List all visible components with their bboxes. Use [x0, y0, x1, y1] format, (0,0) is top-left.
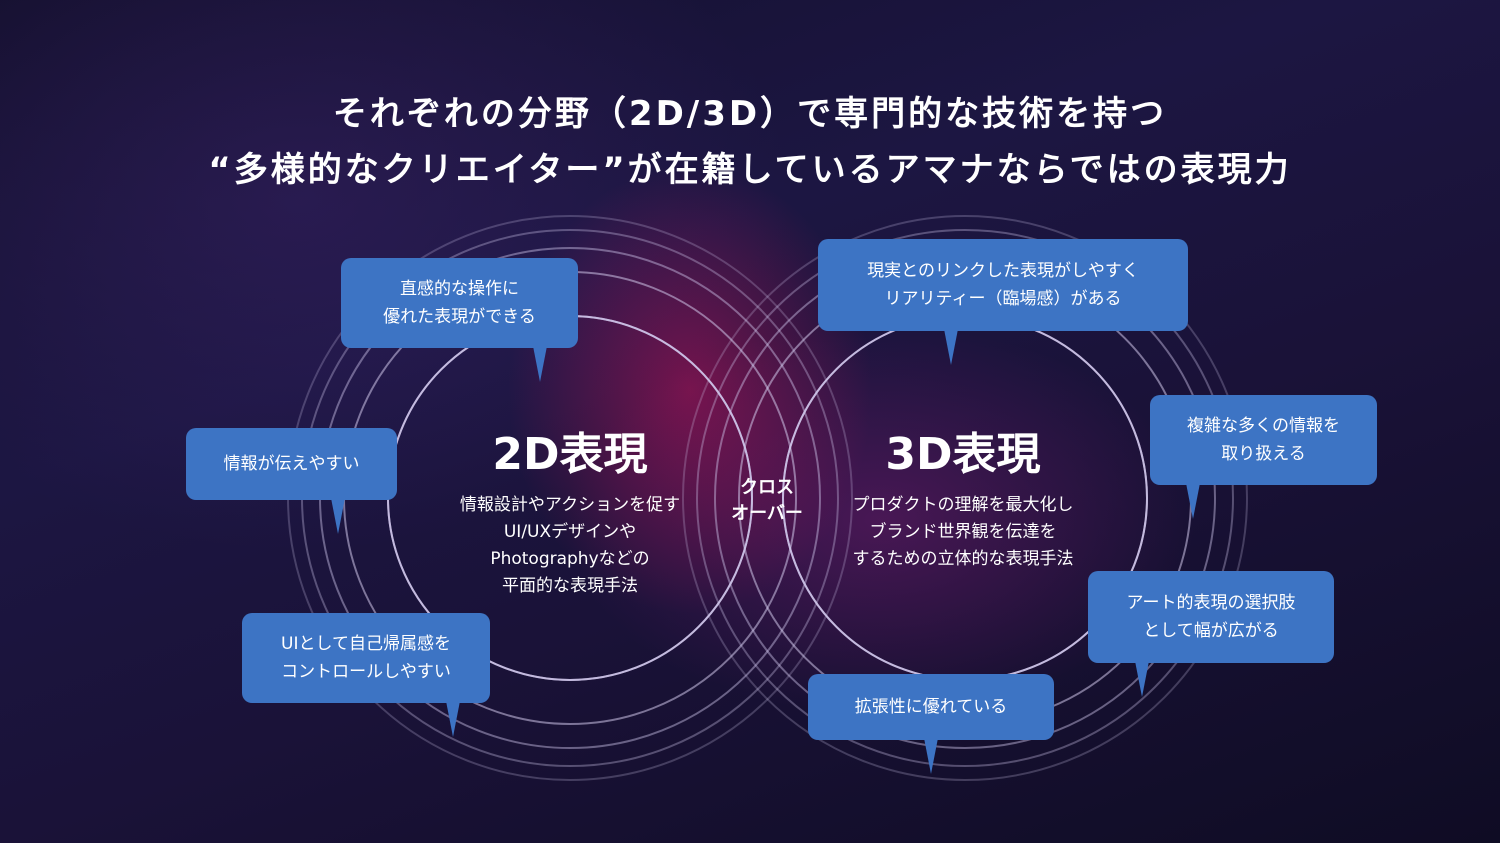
bubble-text: 取り扱える: [1221, 444, 1306, 464]
bubble-text: リアリティー（臨場感）がある: [884, 289, 1122, 309]
bubble-ui-self-belonging: UIとして自己帰属感を コントロールしやすい: [242, 613, 490, 703]
crossover-label: クロス オーバー: [717, 475, 817, 527]
heading-2d: 2D表現: [492, 429, 648, 480]
title-line-2: “多様的なクリエイター”が在籍しているアマナならではの表現力: [208, 150, 1292, 190]
bubble-art-expression: アート的表現の選択肢 として幅が広がる: [1088, 571, 1334, 663]
bubble-text: 複雑な多くの情報を: [1187, 416, 1340, 436]
description-3d-line: するための立体的な表現手法: [852, 549, 1074, 569]
description-2d: 情報設計やアクションを促す UI/UXデザインや Photographyなどの …: [420, 492, 720, 600]
bubble-text: 拡張性に優れている: [854, 697, 1008, 717]
bubble-reality-link: 現実とのリンクした表現がしやすく リアリティー（臨場感）がある: [818, 239, 1188, 331]
bubble-text: 直感的な操作に: [400, 279, 519, 299]
bubble-text: として幅が広がる: [1143, 621, 1279, 641]
crossover-label-line: オーバー: [731, 503, 803, 524]
bubble-easy-to-convey: 情報が伝えやすい: [186, 428, 397, 500]
bubble-text: アート的表現の選択肢: [1126, 593, 1296, 613]
title-line-1: それぞれの分野（2D/3D）で専門的な技術を持つ: [332, 94, 1168, 134]
description-2d-line: UI/UXデザインや: [503, 522, 637, 542]
bubble-extensibility: 拡張性に優れている: [808, 674, 1054, 740]
description-2d-line: Photographyなどの: [490, 549, 650, 569]
crossover-label-line: クロス: [740, 477, 794, 498]
description-3d: プロダクトの理解を最大化し ブランド世界観を伝達を するための立体的な表現手法: [813, 492, 1113, 573]
description-2d-line: 平面的な表現手法: [502, 576, 638, 596]
right-ring-4: [696, 229, 1234, 767]
bubble-intuitive-operation: 直感的な操作に 優れた表現ができる: [341, 258, 578, 348]
bubble-text: UIとして自己帰属感を: [281, 634, 451, 654]
description-3d-line: ブランド世界観を伝達を: [869, 522, 1057, 542]
description-2d-line: 情報設計やアクションを促す: [459, 495, 681, 515]
description-3d-line: プロダクトの理解を最大化し: [852, 495, 1074, 515]
bubble-text: 優れた表現ができる: [383, 307, 536, 327]
bubble-complex-information: 複雑な多くの情報を 取り扱える: [1150, 395, 1377, 485]
bubble-text: コントロールしやすい: [281, 662, 451, 682]
right-ring-5: [682, 215, 1248, 781]
bubble-text: 現実とのリンクした表現がしやすく: [867, 261, 1139, 281]
bubble-text: 情報が伝えやすい: [223, 454, 360, 474]
heading-3d: 3D表現: [885, 429, 1041, 480]
